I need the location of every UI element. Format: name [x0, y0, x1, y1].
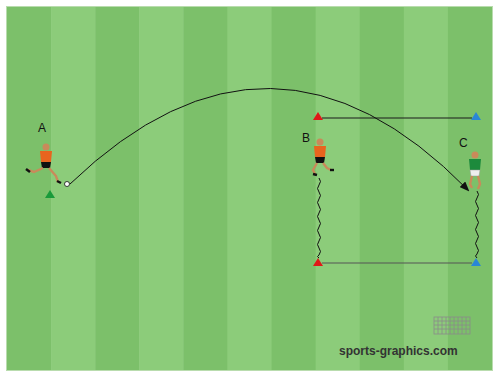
pitch-stripe [139, 7, 184, 370]
pitch-stripe [51, 7, 96, 370]
dribble-lines [318, 178, 479, 258]
blue-cone [471, 112, 481, 120]
pitch-stripe [7, 7, 52, 370]
player-a [26, 144, 61, 184]
pitch-stripe [272, 7, 317, 370]
pitch-border [7, 7, 493, 371]
grid-line-bottom [322, 263, 472, 264]
goal-icon [434, 317, 470, 334]
player-b [313, 139, 334, 176]
ball [65, 182, 70, 187]
blue-cone [471, 258, 481, 266]
pitch-stripe [95, 7, 140, 370]
dribble-line [476, 191, 479, 258]
watermark: sports-graphics.com [339, 345, 458, 357]
player-label: C [459, 137, 468, 149]
pitch-stripe [404, 7, 449, 370]
red-cone [313, 112, 323, 120]
player-label: A [38, 122, 46, 134]
pitch-stripe [183, 7, 228, 370]
green-cone [45, 190, 55, 198]
pitch-stripes [7, 7, 493, 370]
grid-line-top [322, 117, 472, 118]
pitch-stripe [448, 7, 493, 370]
pitch-stripe [227, 7, 272, 370]
pitch-stripe [316, 7, 361, 370]
player-label: B [302, 132, 310, 144]
dribble-line [318, 178, 321, 258]
red-cone [313, 258, 323, 266]
player-c [469, 152, 481, 190]
pass-arc [70, 88, 468, 190]
pitch-stripe [360, 7, 405, 370]
